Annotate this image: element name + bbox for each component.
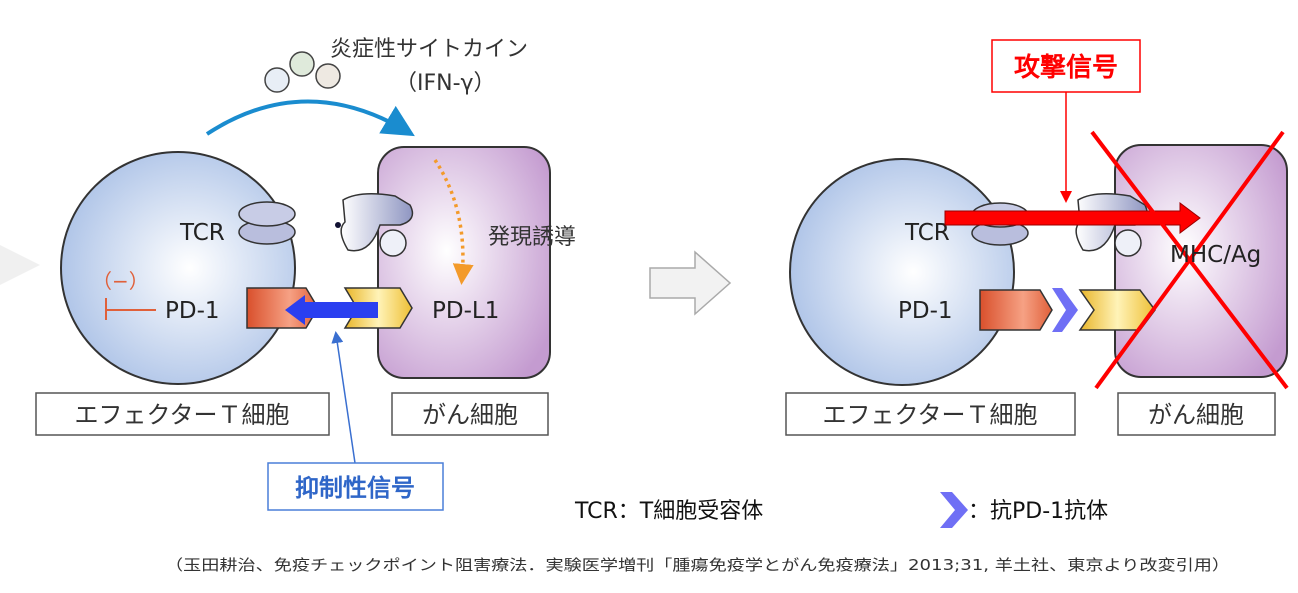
mhc-subunit-icon xyxy=(379,229,407,257)
tcr-icon xyxy=(238,201,296,227)
antigen-dot-icon xyxy=(335,222,341,228)
minus-label: （−） xyxy=(92,269,149,293)
cancer-label: がん細胞 xyxy=(422,401,518,429)
cancer-label-box xyxy=(1117,392,1276,436)
inhibitory-signal-arrow xyxy=(285,295,378,325)
tcr-label: TCR xyxy=(179,220,225,246)
effector-label: エフェクターＴ細胞 xyxy=(822,401,1037,429)
cancer-label: がん細胞 xyxy=(1148,401,1244,429)
pdl1-label: PD-L1 xyxy=(432,298,499,324)
left-panel: 炎症性サイトカイン （IFN-γ） TCR 発現誘導 PD-1 PD-L1 （−… xyxy=(35,37,576,511)
cytokine-label: 炎症性サイトカイン xyxy=(330,37,528,62)
cytokine-arrow xyxy=(205,99,415,137)
tcr-label: TCR xyxy=(904,220,950,246)
antibody-legend-icon xyxy=(940,492,968,528)
pd1-label: PD-1 xyxy=(898,298,953,324)
legend: TCR：T細胞受容体 ：抗PD-1抗体 xyxy=(574,492,1108,528)
legend-antibody: ：抗PD-1抗体 xyxy=(968,499,1108,524)
effector-t-cell xyxy=(789,158,1015,386)
mhc-subunit-icon xyxy=(1114,229,1142,257)
induction-label: 発現誘導 xyxy=(488,225,576,250)
effector-label: エフェクターＴ細胞 xyxy=(74,401,289,429)
effector-label-box xyxy=(35,392,330,436)
cytokine-icon xyxy=(315,63,341,89)
attack-label-box xyxy=(991,39,1141,93)
inhibitory-label: 抑制性信号 xyxy=(295,474,415,502)
inhibition-icon xyxy=(105,298,156,320)
pd1-label: PD-1 xyxy=(165,298,220,324)
mhc-label: MHC/Ag xyxy=(1170,242,1261,268)
cytokine-icon xyxy=(289,51,315,77)
transition-arrow-icon xyxy=(649,250,732,316)
attack-signal-arrow xyxy=(944,202,1201,234)
inhibitory-label-box xyxy=(267,462,444,511)
anti-pd1-antibody-icon xyxy=(1052,288,1078,332)
mhc-antigen-icon xyxy=(340,193,414,252)
cancer-cell xyxy=(1114,144,1288,378)
citation: （玉田耕治、免疫チェックポイント阻害療法．実験医学増刊「腫瘍免疫学とがん免疫療法… xyxy=(165,556,1230,574)
cancer-label-box xyxy=(391,392,549,436)
cytokine-icon xyxy=(264,67,290,93)
attack-label: 攻撃信号 xyxy=(1014,53,1118,83)
right-panel: TCR 攻撃信号 PD-1 MHC/Ag エフェクターＴ細胞 がん細胞 xyxy=(785,39,1289,436)
edge-arrow-icon xyxy=(0,245,40,285)
callout-line xyxy=(331,331,356,464)
legend-tcr: TCR：T細胞受容体 xyxy=(574,499,763,524)
cross-out-icon xyxy=(1094,130,1285,390)
effector-t-cell xyxy=(60,151,296,385)
effector-label-box xyxy=(785,392,1076,436)
cytokine-sub-label: （IFN-γ） xyxy=(395,71,496,96)
pd1-receptor xyxy=(979,289,1053,331)
